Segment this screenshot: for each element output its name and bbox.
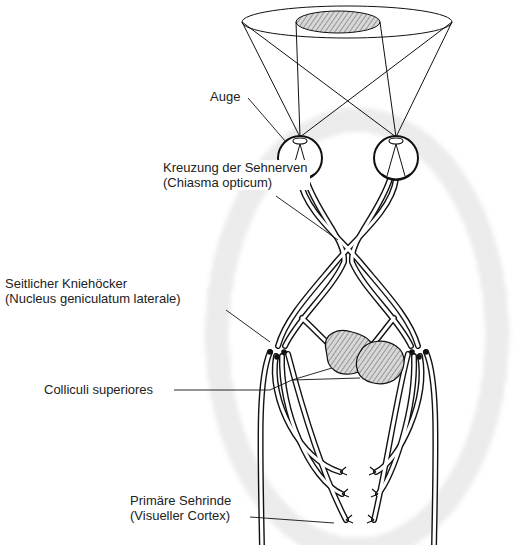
radiation-fiber — [282, 356, 342, 494]
sight-rays — [242, 22, 452, 137]
radiation-fiber — [426, 352, 436, 545]
sight-ray — [396, 22, 452, 137]
sight-ray — [380, 22, 396, 137]
leader-line — [292, 368, 332, 380]
cortex-terminal — [340, 467, 378, 523]
eyeball — [374, 136, 418, 180]
radiation-fiber — [260, 352, 270, 545]
sight-ray — [242, 22, 300, 137]
radiation-fiber — [260, 352, 270, 545]
geniculate-cell — [416, 354, 422, 360]
leader-line — [292, 378, 360, 380]
eye-ray — [387, 144, 405, 176]
radiation-fiber — [426, 352, 436, 545]
retina — [382, 174, 410, 179]
geniculate-cell — [423, 349, 429, 355]
colliculus — [356, 341, 404, 384]
eye-right — [374, 136, 418, 180]
geniculate-cell — [281, 349, 287, 355]
label-anchor: Primäre Sehrinde (Visueller Cortex) — [128, 493, 233, 523]
label-anchor: Auge — [208, 89, 242, 104]
leader-line — [276, 196, 338, 240]
geniculate-cell — [274, 354, 280, 360]
visual-field — [242, 6, 452, 38]
lens — [293, 138, 307, 144]
optic-fiber — [352, 179, 411, 346]
label-anchor: Colliculi superiores — [42, 382, 155, 397]
sight-ray — [300, 22, 452, 137]
binocular-field — [296, 11, 380, 33]
label-anchor: Kreuzung der Sehnerven (Chiasma opticum) — [161, 160, 310, 190]
part-label: Kreuzung der Sehnerven (Chiasma opticum) — [161, 160, 310, 190]
leader-line — [248, 98, 286, 142]
sight-ray — [296, 22, 300, 137]
part-label: Primäre Sehrinde (Visueller Cortex) — [128, 493, 233, 523]
geniculate-cell — [409, 349, 415, 355]
geniculate-cell — [267, 349, 273, 355]
part-label: Seitlicher Kniehöcker (Nucleus geniculat… — [3, 276, 183, 306]
lens — [389, 138, 403, 144]
optic-fiber — [285, 179, 344, 346]
leader-line — [250, 517, 334, 523]
nerve-outline — [260, 179, 435, 545]
sight-ray — [242, 22, 396, 137]
part-label: Colliculi superiores — [42, 382, 155, 397]
nerve-core — [260, 179, 435, 545]
leader-line — [226, 310, 270, 342]
leader-line — [174, 380, 292, 390]
label-anchor: Seitlicher Kniehöcker (Nucleus geniculat… — [3, 276, 183, 306]
part-label: Auge — [208, 89, 242, 104]
